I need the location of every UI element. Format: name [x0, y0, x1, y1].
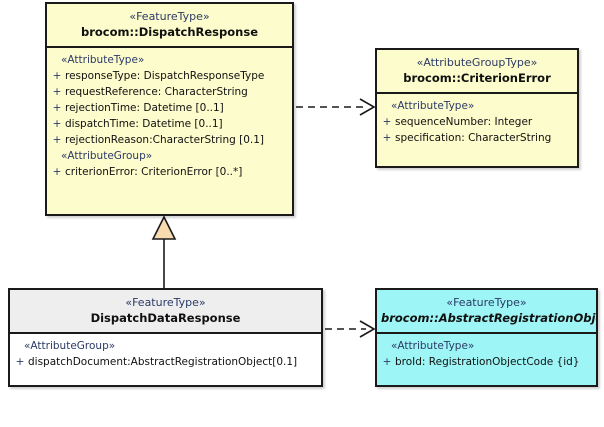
class-stereotype: «FeatureType» [125, 296, 206, 309]
class-header-dispatch-data-response: «FeatureType» DispatchDataResponse [10, 290, 321, 334]
compartment-label-attributetype: «AttributeType» [61, 54, 145, 66]
class-body-abstract-registration-object: «AttributeType» + broId: RegistrationObj… [377, 334, 596, 374]
compartment-label-attributetype: «AttributeType» [391, 100, 475, 112]
class-box-dispatch-response[interactable]: «FeatureType» brocom::DispatchResponse «… [45, 2, 294, 216]
class-header-abstract-registration-object: «FeatureType» brocom::AbstractRegistrati… [377, 290, 596, 334]
class-stereotype: «FeatureType» [446, 296, 527, 309]
visibility-marker: + [52, 134, 62, 146]
attribute-label: requestReference: CharacterString [65, 86, 248, 98]
attribute-label: criterionError: CriterionError [0..*] [65, 166, 243, 178]
attribute-row[interactable]: + rejectionReason:CharacterString [0.1] [49, 132, 290, 148]
class-stereotype: «AttributeGroupType» [416, 56, 538, 69]
attribute-row[interactable]: + criterionError: CriterionError [0..*] [49, 164, 290, 180]
class-body-criterion-error: «AttributeType» + sequenceNumber: Intege… [377, 94, 577, 150]
dependency-dispatchresponse-to-criterionerror[interactable] [296, 98, 376, 116]
compartment-label-attributetype: «AttributeType» [391, 340, 475, 352]
attribute-row[interactable]: + responseType: DispatchResponseType [49, 68, 290, 84]
attribute-label: broId: RegistrationObjectCode {id} [395, 356, 580, 368]
class-box-dispatch-data-response[interactable]: «FeatureType» DispatchDataResponse «Attr… [8, 288, 323, 387]
attribute-label: sequenceNumber: Integer [395, 116, 533, 128]
attribute-row[interactable]: + broId: RegistrationObjectCode {id} [379, 354, 594, 370]
attribute-row[interactable]: + specification: CharacterString [379, 130, 575, 146]
class-header-criterion-error: «AttributeGroupType» brocom::CriterionEr… [377, 50, 577, 94]
compartment-label-attributegroup: «AttributeGroup» [24, 340, 116, 352]
visibility-marker: + [15, 356, 25, 368]
class-name: brocom::CriterionError [403, 71, 551, 85]
open-arrowhead [359, 98, 376, 116]
generalization-dispatchdataresponse-to-dispatchresponse[interactable] [151, 215, 177, 288]
class-name: DispatchDataResponse [90, 311, 241, 325]
visibility-marker: + [382, 356, 392, 368]
class-header-dispatch-response: «FeatureType» brocom::DispatchResponse [47, 4, 292, 48]
visibility-marker: + [52, 70, 62, 82]
class-stereotype: «FeatureType» [129, 10, 210, 23]
class-box-criterion-error[interactable]: «AttributeGroupType» brocom::CriterionEr… [375, 48, 579, 168]
class-name: brocom::AbstractRegistrationObject [381, 311, 598, 325]
visibility-marker: + [52, 118, 62, 130]
visibility-marker: + [382, 116, 392, 128]
visibility-marker: + [52, 86, 62, 98]
attribute-label: specification: CharacterString [395, 132, 552, 144]
attribute-row[interactable]: + dispatchTime: Datetime [0..1] [49, 116, 290, 132]
class-body-dispatch-response: «AttributeType» + responseType: Dispatch… [47, 48, 292, 184]
attribute-label: dispatchDocument:AbstractRegistrationObj… [28, 356, 298, 368]
dependency-dispatchdataresponse-to-abstractregistrationobject[interactable] [325, 320, 376, 338]
hollow-triangle-arrowhead [151, 215, 177, 240]
visibility-marker: + [382, 132, 392, 144]
attribute-row[interactable]: + dispatchDocument:AbstractRegistrationO… [12, 354, 319, 370]
attribute-label: rejectionTime: Datetime [0..1] [65, 102, 224, 114]
class-body-dispatch-data-response: «AttributeGroup» + dispatchDocument:Abst… [10, 334, 321, 374]
attribute-label: responseType: DispatchResponseType [65, 70, 265, 82]
open-arrowhead [359, 320, 376, 338]
attribute-label: rejectionReason:CharacterString [0.1] [65, 134, 265, 146]
class-name: brocom::DispatchResponse [81, 25, 258, 39]
attribute-label: dispatchTime: Datetime [0..1] [65, 118, 223, 130]
class-box-abstract-registration-object[interactable]: «FeatureType» brocom::AbstractRegistrati… [375, 288, 598, 387]
attribute-row[interactable]: + requestReference: CharacterString [49, 84, 290, 100]
visibility-marker: + [52, 102, 62, 114]
attribute-row[interactable]: + rejectionTime: Datetime [0..1] [49, 100, 290, 116]
compartment-label-attributegroup: «AttributeGroup» [61, 150, 153, 162]
attribute-row[interactable]: + sequenceNumber: Integer [379, 114, 575, 130]
visibility-marker: + [52, 166, 62, 178]
